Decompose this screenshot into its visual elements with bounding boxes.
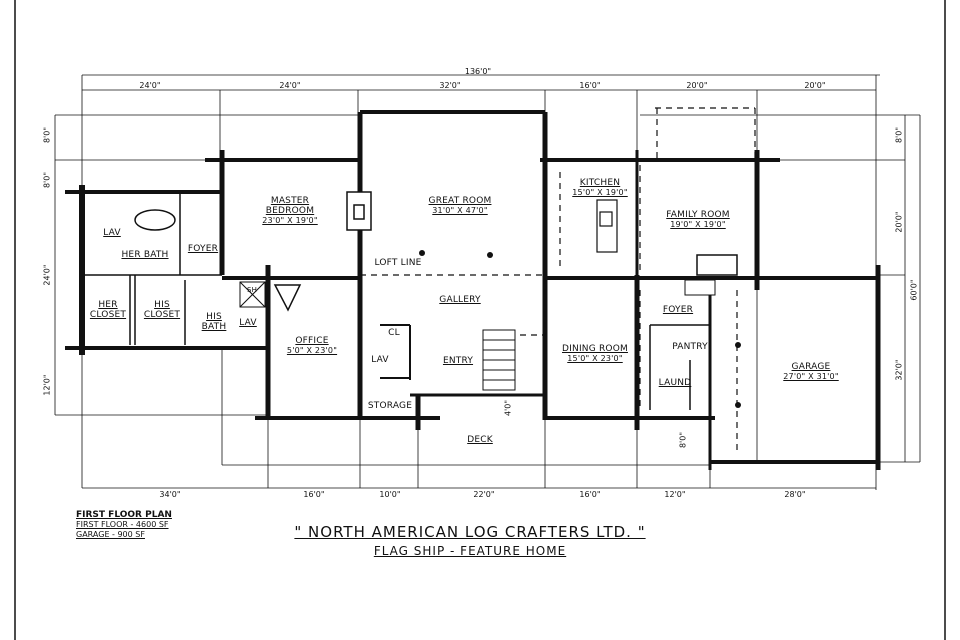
room-laundry: LAUND [658, 378, 692, 388]
page-border [14, 0, 946, 640]
stairs-icon [482, 279, 716, 391]
room-garage: GARAGE 27'0" X 31'0" [783, 362, 839, 381]
dim-bottom-7: 28'0" [784, 490, 806, 499]
room-master-bedroom: MASTER BEDROOM 23'0" X 19'0" [262, 196, 318, 225]
room-dining-room: DINING ROOM 15'0" X 23'0" [562, 344, 628, 363]
dimension-lines [54, 74, 921, 490]
room-pantry: PANTRY [672, 342, 708, 352]
room-foyer-master: FOYER [187, 244, 219, 254]
legend-first-floor: FIRST FLOOR - 4600 SF [76, 520, 169, 529]
room-gallery: GALLERY [439, 295, 481, 305]
dim-left-2: 8'0" [42, 171, 52, 189]
column-dots [419, 250, 741, 408]
loft-line-label: LOFT LINE [374, 258, 422, 268]
dim-top-1: 24'0" [139, 81, 161, 90]
room-his-bath: HIS BATH [201, 312, 227, 332]
dim-left-3: 24'0" [42, 264, 52, 286]
room-storage: STORAGE [367, 401, 413, 411]
dim-top-6: 20'0" [804, 81, 826, 90]
room-office: OFFICE 5'0" X 23'0" [286, 336, 338, 355]
dim-right-overall: 60'0" [909, 279, 919, 301]
dim-bottom-6: 12'0" [664, 490, 686, 499]
walls [65, 110, 881, 470]
dim-bottom-3: 10'0" [379, 490, 401, 499]
room-her-bath: HER BATH [121, 250, 169, 260]
title-block: " NORTH AMERICAN LOG CRAFTERS LTD. " FLA… [294, 523, 645, 558]
room-great-room: GREAT ROOM 31'0" X 47'0" [428, 196, 492, 215]
dim-left-1: 8'0" [42, 126, 52, 144]
room-deck: DECK [467, 435, 493, 445]
shower-icon [239, 281, 266, 308]
room-foyer-east: FOYER [662, 305, 694, 315]
dim-entry-step: 4'0" [503, 399, 513, 417]
room-his-closet: HIS CLOSET [143, 300, 181, 320]
dim-top-3: 32'0" [439, 81, 461, 90]
room-lav-her: LAV [103, 228, 121, 238]
kitchen-island [596, 199, 618, 253]
room-entry: ENTRY [442, 356, 474, 366]
dim-left-4: 12'0" [42, 374, 52, 396]
plan-legend: FIRST FLOOR PLAN FIRST FLOOR - 4600 SF G… [76, 510, 172, 540]
drawing-subtitle: FLAG SHIP - FEATURE HOME [373, 544, 567, 558]
dim-right-2: 20'0" [894, 211, 904, 233]
room-family-room: FAMILY ROOM 19'0" X 19'0" [666, 210, 730, 229]
legend-heading: FIRST FLOOR PLAN [76, 510, 172, 520]
dim-laundry-step: 8'0" [678, 431, 688, 449]
room-closet-office: CL [388, 328, 400, 338]
room-lav-office: LAV [371, 355, 389, 365]
room-lav-his: LAV [239, 318, 257, 328]
dashed-lines [360, 107, 756, 455]
dim-top-2: 24'0" [279, 81, 301, 90]
dim-bottom-1: 34'0" [159, 490, 181, 499]
dim-top-5: 20'0" [686, 81, 708, 90]
dim-top-4: 16'0" [579, 81, 601, 90]
room-her-closet: HER CLOSET [89, 300, 127, 320]
room-kitchen: KITCHEN 15'0" X 19'0" [572, 178, 628, 197]
bathtub-icon [134, 209, 176, 231]
dim-bottom-2: 16'0" [303, 490, 325, 499]
drawing-title: " NORTH AMERICAN LOG CRAFTERS LTD. " [294, 523, 646, 541]
dim-right-1: 8'0" [894, 126, 904, 144]
dim-right-3: 32'0" [894, 359, 904, 381]
room-shower: SH [246, 286, 258, 294]
dim-bottom-5: 16'0" [579, 490, 601, 499]
dim-bottom-4: 22'0" [473, 490, 495, 499]
dim-overall-width: 136'0" [464, 67, 492, 76]
fireplace-icons [273, 191, 738, 312]
legend-garage: GARAGE - 900 SF [76, 530, 145, 539]
